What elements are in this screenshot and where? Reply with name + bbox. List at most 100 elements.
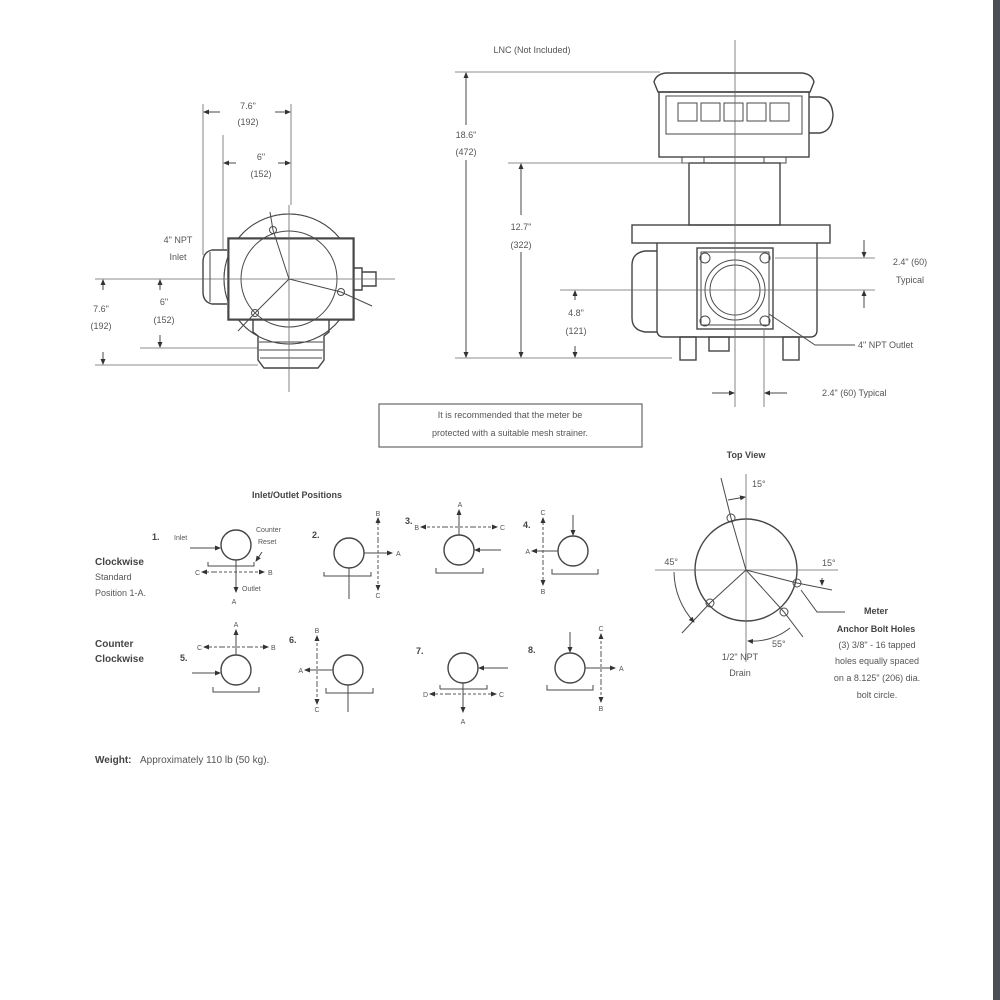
position-number: 8. <box>528 645 536 655</box>
angle-bottom-label: 55° <box>772 639 786 649</box>
position-letter: C <box>499 692 504 699</box>
inlet-sub-label: Inlet <box>169 252 187 262</box>
bolt-holes-desc: (3) 3/8" - 16 tapped <box>838 640 915 650</box>
position-number: 1. <box>152 532 160 542</box>
outlet-height-mm: (121) <box>565 326 586 336</box>
side-view: 7.6" (192) 6" (152) 4" NPT Inlet 7.6" (1… <box>90 101 395 392</box>
position-letter: C <box>195 570 200 577</box>
position-letter: B <box>376 511 381 518</box>
inner-width-mm: (152) <box>250 169 271 179</box>
front-view: LNC (Not Included) <box>455 40 927 407</box>
drain-label-1: 1/2" NPT <box>722 652 759 662</box>
clockwise-label: Clockwise <box>95 557 144 568</box>
weight-spec: Weight: Approximately 110 lb (50 kg). <box>95 755 269 766</box>
inner-width-label: 6" <box>257 152 265 162</box>
position-letter: A <box>232 599 237 606</box>
position-8: 8. C B A <box>528 626 624 713</box>
height-dim-label: 7.6" <box>93 304 109 314</box>
typical-horizontal-label: 2.4" (60) Typical <box>822 388 887 398</box>
position-letter: B <box>414 525 419 532</box>
inner-height-mm: (152) <box>153 315 174 325</box>
position-letter: B <box>315 628 320 635</box>
outlet-height-label: 4.8" <box>568 308 584 318</box>
counter-clockwise-label-2: Clockwise <box>95 654 144 665</box>
strainer-note: It is recommended that the meter be prot… <box>378 403 643 448</box>
top-view-title: Top View <box>727 450 767 460</box>
note-line-1: It is recommended that the meter be <box>438 410 583 420</box>
position-letter: A <box>298 668 303 675</box>
standard-position-label: Position 1-A. <box>95 588 146 598</box>
position-letter: A <box>619 666 624 673</box>
outlet-label: Outlet <box>242 586 261 593</box>
height-dim-mm: (192) <box>90 321 111 331</box>
note-line-2: protected with a suitable mesh strainer. <box>432 428 588 438</box>
meter-neck <box>688 162 781 226</box>
angle-right-label: 15° <box>822 558 836 568</box>
position-1: 1. Inlet Counter Reset Outlet C B A <box>152 527 282 606</box>
bolt-holes-title-2: Anchor Bolt Holes <box>837 624 916 634</box>
register-lid <box>653 72 815 93</box>
position-letter: A <box>234 622 239 629</box>
drain-label-2: Drain <box>729 668 751 678</box>
bolt-holes-desc: holes equally spaced <box>835 656 919 666</box>
bolt-holes-desc: on a 8.125" (206) dia. <box>834 673 920 683</box>
position-letter: C <box>540 510 545 517</box>
total-height-mm: (472) <box>455 147 476 157</box>
counter-reset-label: Counter <box>256 527 282 534</box>
meter-flange <box>631 224 831 244</box>
inlet-boss <box>202 249 227 305</box>
position-6: 6. B C A <box>289 628 374 714</box>
typical-vertical-sub: Typical <box>896 275 924 285</box>
standard-label: Standard <box>95 572 132 582</box>
angle-top-label: 15° <box>752 479 766 489</box>
register-knob <box>809 96 834 134</box>
position-letter: C <box>598 626 603 633</box>
bolt-holes-desc: bolt circle. <box>857 690 898 700</box>
positions-title: Inlet/Outlet Positions <box>252 490 342 500</box>
total-height-label: 18.6" <box>456 130 477 140</box>
register-body <box>658 91 810 158</box>
position-letter: B <box>541 589 546 596</box>
position-3: 3. B C A <box>405 502 505 574</box>
weight-value: Approximately 110 lb (50 kg). <box>140 755 269 766</box>
position-2: 2. B C A <box>312 511 401 600</box>
position-letter: C <box>314 707 319 714</box>
position-letter: C <box>375 593 380 600</box>
position-letter: A <box>396 551 401 558</box>
position-number: 3. <box>405 516 413 526</box>
width-dim-label: 7.6" <box>240 101 256 111</box>
lnc-label: LNC (Not Included) <box>493 45 570 55</box>
inlet-label: Inlet <box>174 535 187 542</box>
meter-body <box>656 243 818 338</box>
flange-height-label: 12.7" <box>511 222 532 232</box>
scrollbar[interactable] <box>993 0 1000 1000</box>
position-letter: D <box>423 692 428 699</box>
counter-clockwise-label-1: Counter <box>95 639 133 650</box>
counter-reset-label: Reset <box>258 539 276 546</box>
position-letter: A <box>525 549 530 556</box>
position-letter: A <box>458 502 463 509</box>
flange-height-mm: (322) <box>510 240 531 250</box>
inlet-boss-front <box>631 250 657 333</box>
position-5: 5. C B A <box>180 622 276 693</box>
position-number: 5. <box>180 653 188 663</box>
position-letter: C <box>197 645 202 652</box>
top-view: Top View 15° 45° 15° 55° 1/2" NPT Drain … <box>655 450 920 700</box>
position-4: 4. C B A <box>523 510 599 596</box>
position-letter: A <box>461 719 466 726</box>
position-letter: B <box>271 645 276 652</box>
register-display <box>677 102 790 122</box>
outlet-label: 4" NPT Outlet <box>858 340 914 350</box>
inner-height-label: 6" <box>160 297 168 307</box>
inlet-label: 4" NPT <box>164 235 193 245</box>
position-number: 6. <box>289 635 297 645</box>
position-7: 7. D C A <box>416 646 508 726</box>
inlet-outlet-positions: Inlet/Outlet Positions Clockwise Standar… <box>95 490 624 726</box>
position-letter: C <box>500 525 505 532</box>
bolt-holes-title-1: Meter <box>864 606 889 616</box>
weight-label: Weight: <box>95 755 131 766</box>
position-number: 7. <box>416 646 424 656</box>
angle-left-label: 45° <box>664 557 678 567</box>
position-letter: B <box>268 570 273 577</box>
